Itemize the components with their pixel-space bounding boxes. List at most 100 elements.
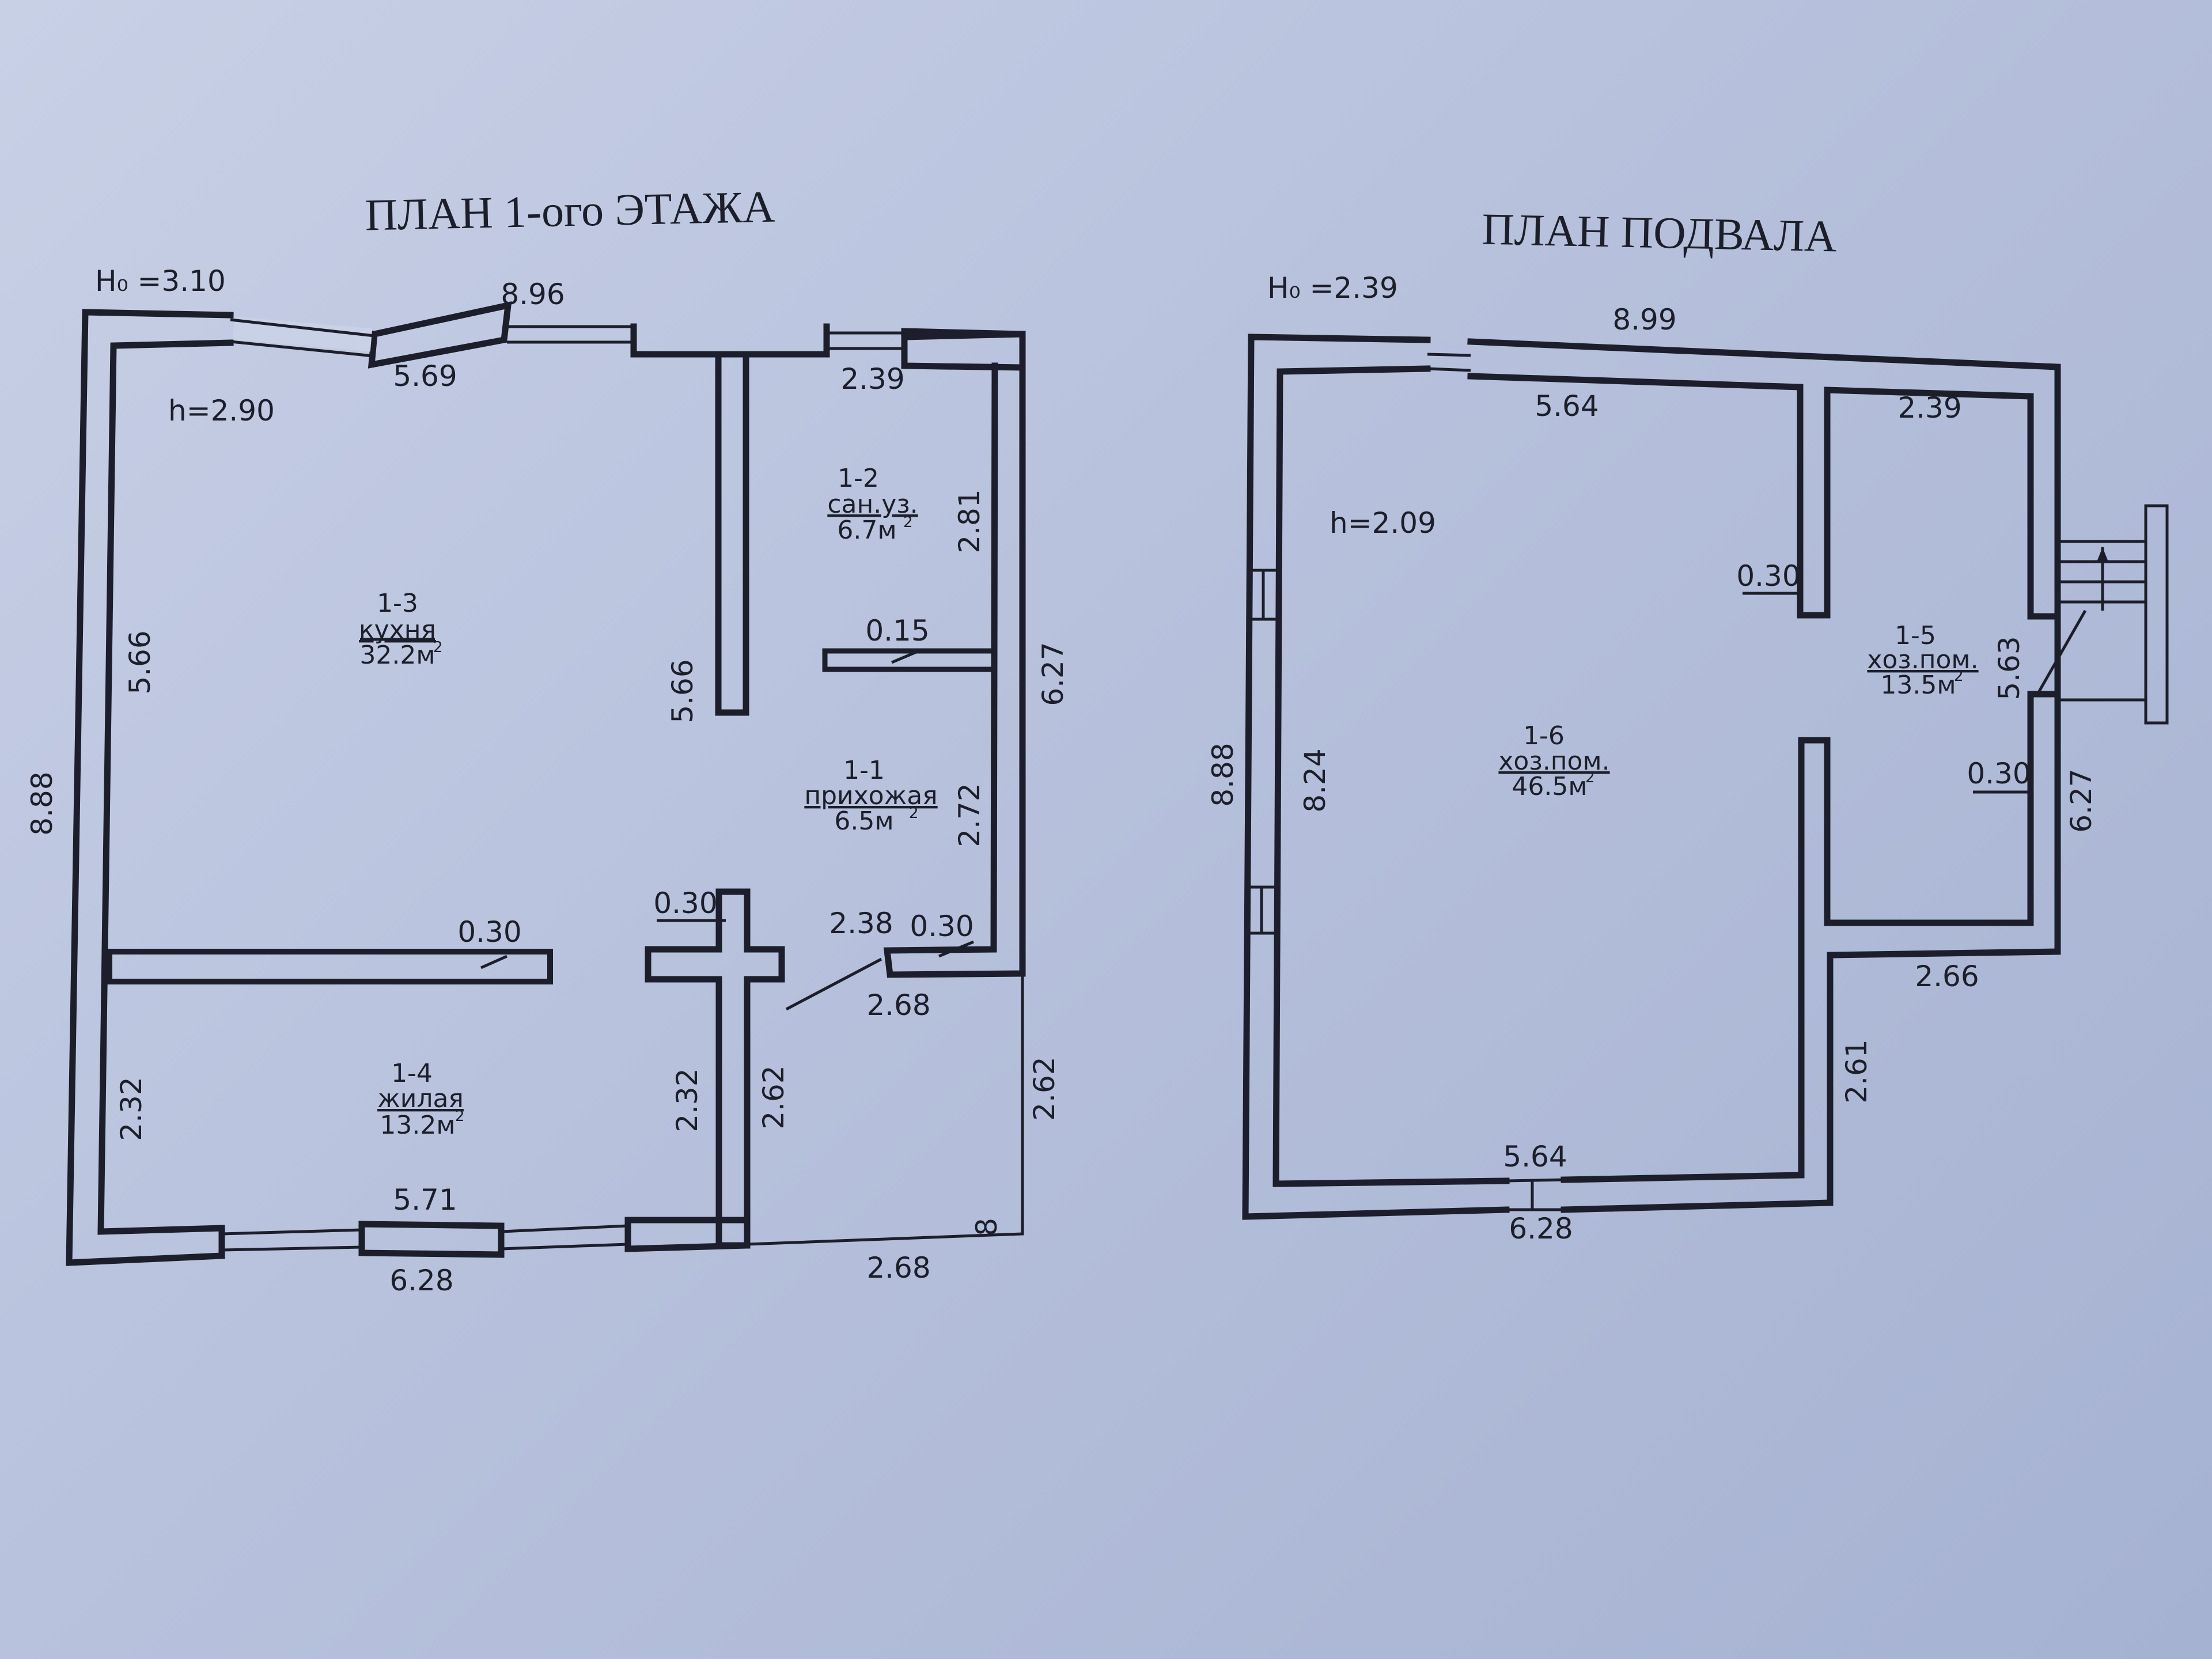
floor1-outer-wall-top-a: [368, 301, 512, 369]
svg-text:сан.уз.: сан.уз.: [827, 490, 918, 519]
basement-outer-wall: [1242, 334, 1510, 1220]
floor1-ceiling-height: h=2.90: [168, 394, 275, 427]
svg-text:хоз.пом.: хоз.пом.: [1498, 747, 1609, 776]
floor1-outer-wall-top-b: [630, 323, 830, 358]
svg-text:прихожая: прихожая: [804, 781, 937, 810]
svg-text:кухня: кухня: [359, 615, 436, 645]
basement-window-bottom: [1506, 1178, 1565, 1183]
basement-dim-top-total: 8.99: [1612, 303, 1676, 336]
floor1-partition-bath: [822, 648, 997, 672]
svg-text:2: 2: [909, 805, 919, 822]
basement-right-lower: [1560, 691, 2061, 1213]
floor1-dim-right-upper: 2.81: [953, 489, 986, 553]
basement-dim-right-inner: 5.63: [1993, 636, 2026, 700]
basement-room-storage-small: 1-5 хоз.пом. 13.5м 2: [1867, 621, 1978, 700]
floor1-dim-partition-upper: 5.66: [666, 659, 699, 723]
floor1-partition-horizontal: [107, 949, 553, 984]
svg-text:хоз.пом.: хоз.пом.: [1867, 645, 1978, 675]
floor1-room-kitchen: 1-3 кухня 32.2м 2: [359, 589, 442, 670]
svg-text:1-3: 1-3: [377, 589, 418, 618]
floor1-outer-wall-left: [66, 309, 234, 1266]
floor1-window-bottom-1: [221, 1228, 362, 1236]
floor1-dim-porch-diag: 2.38: [829, 907, 893, 940]
svg-text:2: 2: [455, 1108, 465, 1125]
floor1-dim-top-total: 8.96: [501, 278, 565, 311]
svg-text:2: 2: [433, 639, 443, 656]
svg-text:1-2: 1-2: [838, 464, 879, 493]
svg-text:1-6: 1-6: [1523, 721, 1565, 751]
floor1-outer-wall-left-inner: [97, 339, 234, 1235]
svg-text:46.5м: 46.5м: [1512, 772, 1587, 801]
basement-window-top: [1427, 353, 1471, 357]
floor1-dim-porch-width: 2.68: [866, 988, 930, 1022]
floor1-porch-door-swing: [785, 957, 882, 1011]
svg-text:1-4: 1-4: [391, 1059, 433, 1088]
floor1-window-bottom-2: [501, 1224, 628, 1233]
floor1-dim-wall-030-b: 0.30: [653, 887, 717, 920]
floor1-dim-wall-015: 0.15: [865, 614, 929, 647]
svg-text:2: 2: [1954, 668, 1964, 685]
floor1-dim-left-lower: 2.32: [115, 1077, 148, 1141]
basement-dim-ledge: 2.66: [1915, 960, 1979, 993]
basement-dim-left-outer: 8.88: [1206, 743, 1240, 806]
basement-dim-right-outer: 6.27: [2065, 768, 2098, 832]
basement-dim-bottom-inner: 5.64: [1503, 1140, 1567, 1173]
svg-text:жилая: жилая: [377, 1084, 464, 1113]
floor1-window-top-1: [230, 318, 375, 338]
basement-title: ПЛАН ПОДВАЛА: [1482, 204, 1838, 262]
floor1-dim-bottom-inner: 5.71: [393, 1183, 457, 1217]
floor1-dim-top-right: 2.39: [840, 362, 904, 396]
floor1-porch-mark: 8: [970, 1218, 1003, 1236]
floor1-room-hall: 1-1 прихожая 6.5м 2: [804, 756, 937, 836]
svg-text:6.5м: 6.5м: [834, 806, 893, 836]
floor1-dim-wall-030-c: 0.30: [910, 910, 974, 943]
floor1-dim-right-middle: 2.72: [953, 783, 986, 847]
basement-dim-left-inner: 8.24: [1298, 748, 1332, 812]
basement-dim-top-right: 2.39: [1897, 391, 1961, 425]
basement-room-storage-big: 1-6 хоз.пом. 46.5м 2: [1498, 721, 1609, 801]
svg-text:13.2м: 13.2м: [380, 1111, 455, 1140]
floor1-dim-left-upper: 5.66: [123, 630, 157, 694]
floor1-dim-wall-030-a: 0.30: [457, 915, 521, 949]
basement-dim-wall-030-b: 0.30: [1967, 757, 2031, 790]
floor1-partition-vertical: [715, 353, 749, 716]
floor1-plan: ПЛАН 1-ого ЭТАЖА H₀ =3.10 h=2.90: [25, 181, 1070, 1297]
floor1-dim-top-left: 5.69: [393, 359, 457, 393]
floor1-dim-partition-lower: 2.32: [671, 1068, 704, 1132]
svg-text:32.2м: 32.2м: [359, 641, 435, 670]
floor1-h0: H₀ =3.10: [95, 264, 226, 298]
basement-plan: ПЛАН ПОДВАЛА H₀ =2.39 h=2.09: [1206, 204, 2169, 1245]
floor1-dim-bottom-porch: 2.68: [866, 1251, 930, 1285]
basement-dim-bottom-outer: 6.28: [1509, 1212, 1573, 1245]
floor1-porch-outline: [747, 974, 1024, 1246]
basement-h0: H₀ =2.39: [1267, 271, 1398, 305]
floor1-dim-bottom-outer: 6.28: [389, 1264, 453, 1297]
basement-outer-wall-top: [1467, 338, 2061, 698]
floor1-dim-porch-inner: 2.62: [757, 1065, 790, 1129]
floor1-dim-right-outer: 6.27: [1036, 642, 1070, 706]
floor1-room-living: 1-4 жилая 13.2м 2: [377, 1059, 464, 1140]
floor1-dim-left-outer: 8.88: [25, 771, 59, 835]
basement-dim-wall-030-a: 0.30: [1736, 559, 1800, 593]
basement-stairs: [2037, 504, 2169, 725]
floor1-dim-right-porch: 2.62: [1028, 1056, 1061, 1120]
svg-text:13.5м: 13.5м: [1880, 671, 1956, 700]
floor1-title: ПЛАН 1-ого ЭТАЖА: [365, 181, 775, 240]
floor1-room-bath: 1-2 сан.уз. 6.7м 2: [827, 464, 918, 545]
basement-partition-right: [1560, 691, 2034, 1183]
basement-ceiling-height: h=2.09: [1330, 506, 1436, 540]
floor1-outer-wall-bottom-c: [624, 1217, 751, 1252]
svg-text:1-1: 1-1: [843, 756, 885, 785]
basement-inner-wall-left: [1272, 365, 1510, 1187]
basement-dim-top-left: 5.64: [1535, 389, 1599, 423]
floor1-outer-wall-right: [883, 331, 1026, 978]
svg-text:2: 2: [903, 514, 913, 531]
svg-text:6.7м: 6.7м: [837, 516, 896, 545]
floor1-outer-wall-bottom-b: [358, 1221, 505, 1258]
basement-dim-lower-right: 2.61: [1840, 1039, 1873, 1103]
svg-text:2: 2: [1585, 769, 1595, 786]
svg-text:1-5: 1-5: [1895, 621, 1936, 650]
basement-inner-wall-top: [1467, 373, 2061, 620]
